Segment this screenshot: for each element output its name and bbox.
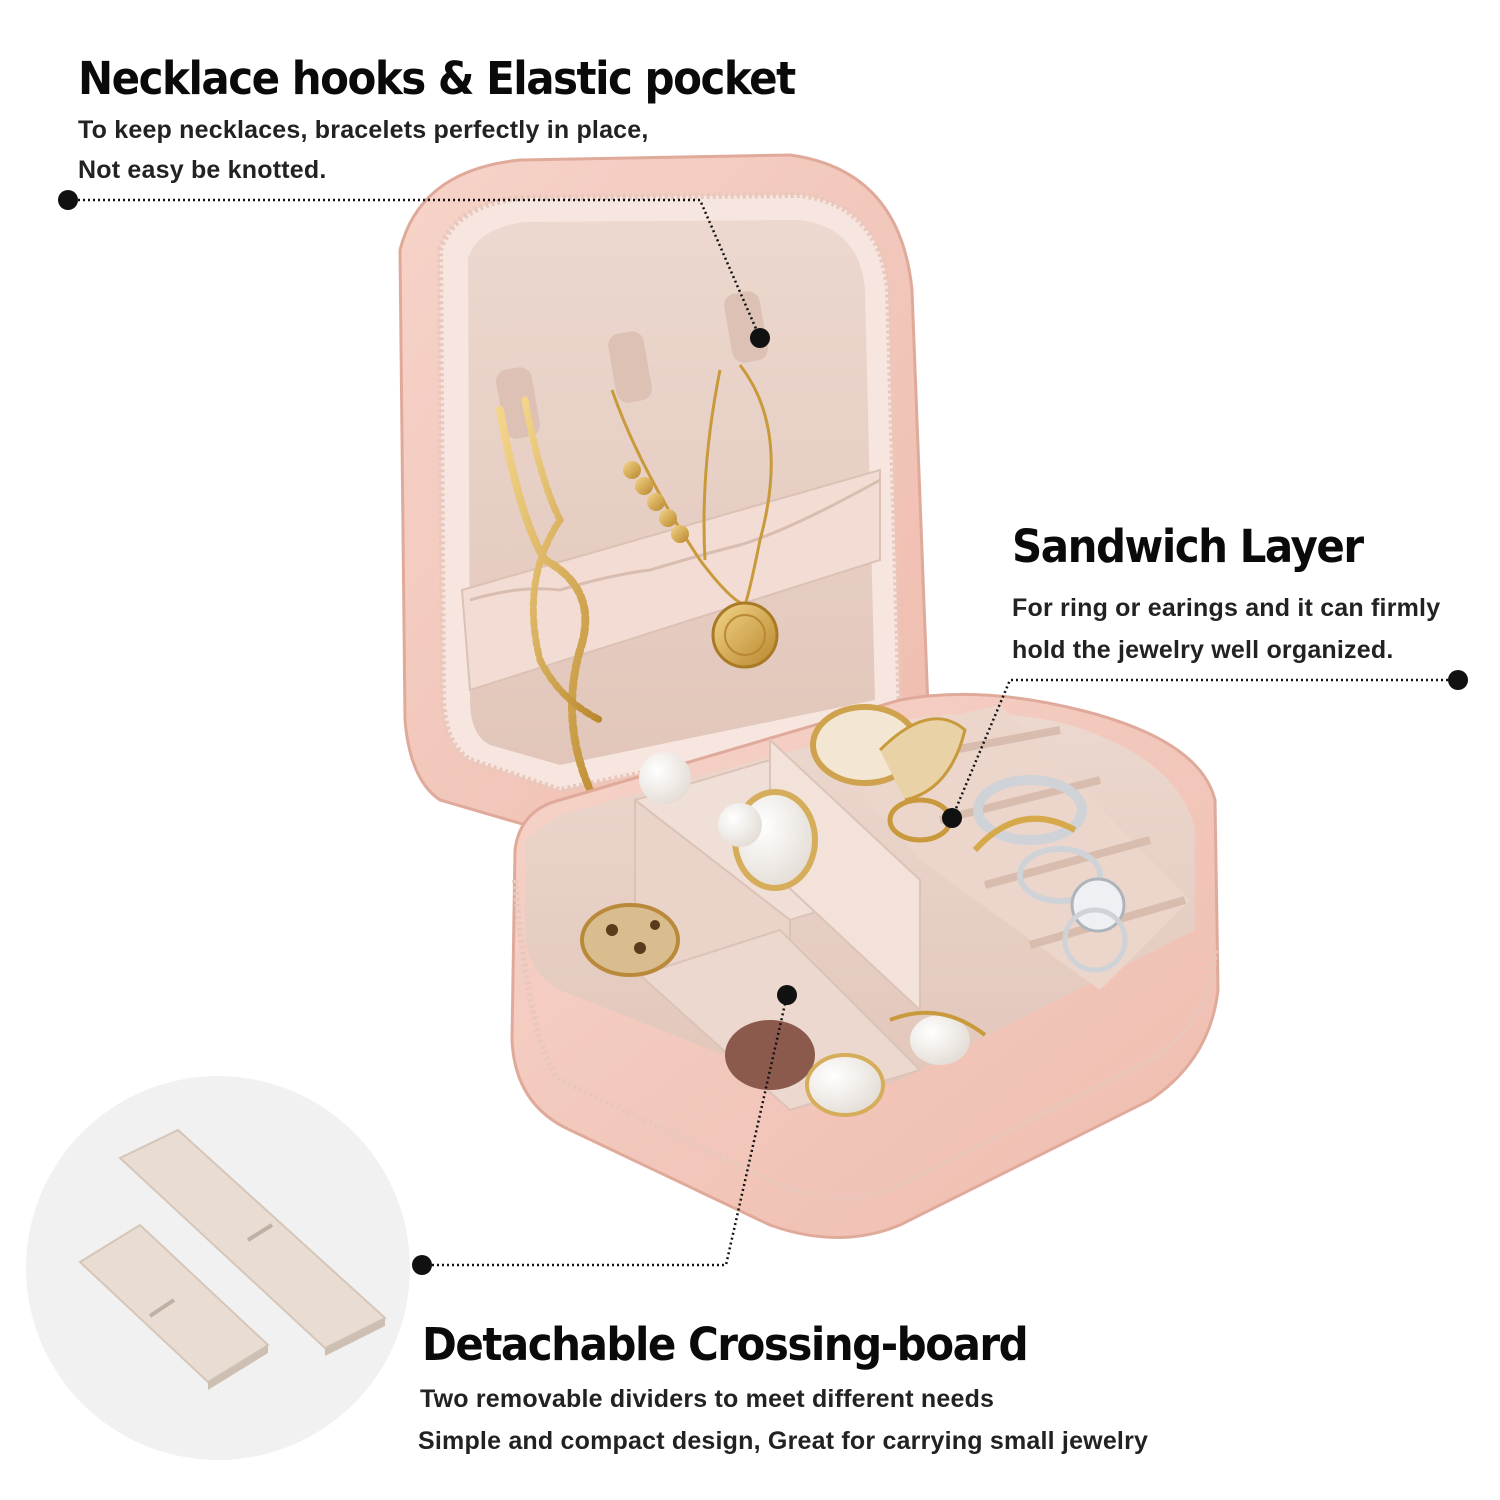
tray-jewelry xyxy=(580,704,1128,1117)
sandwich-callout-line2: hold the jewelry well organized. xyxy=(1012,636,1394,664)
sandwich-leader xyxy=(942,670,1468,828)
divider-leader xyxy=(412,985,797,1275)
pearl xyxy=(639,752,691,804)
coin-pendant xyxy=(711,601,779,669)
divider-callout-title: Detachable Crossing-board xyxy=(422,1318,1029,1371)
divider-callout-line1: Two removable dividers to meet different… xyxy=(420,1385,995,1413)
box-lid xyxy=(398,153,932,837)
divider-callout-line2: Simple and compact design, Great for car… xyxy=(418,1427,1149,1455)
bead-row xyxy=(623,461,689,543)
necklace-callout-line1: To keep necklaces, bracelets perfectly i… xyxy=(78,116,649,144)
callout-leaders xyxy=(58,190,1468,1275)
sandwich-callout-line1: For ring or earings and it can firmly xyxy=(1012,594,1441,622)
box-base xyxy=(510,692,1220,1239)
necklace-callout-line2: Not easy be knotted. xyxy=(78,156,327,184)
divider-plates-inset xyxy=(26,1076,410,1460)
necklace-callout-title: Necklace hooks & Elastic pocket xyxy=(78,52,796,105)
necklace-leader xyxy=(58,190,770,348)
sandwich-callout-title: Sandwich Layer xyxy=(1012,520,1364,573)
divider-plate-short xyxy=(78,1223,270,1390)
